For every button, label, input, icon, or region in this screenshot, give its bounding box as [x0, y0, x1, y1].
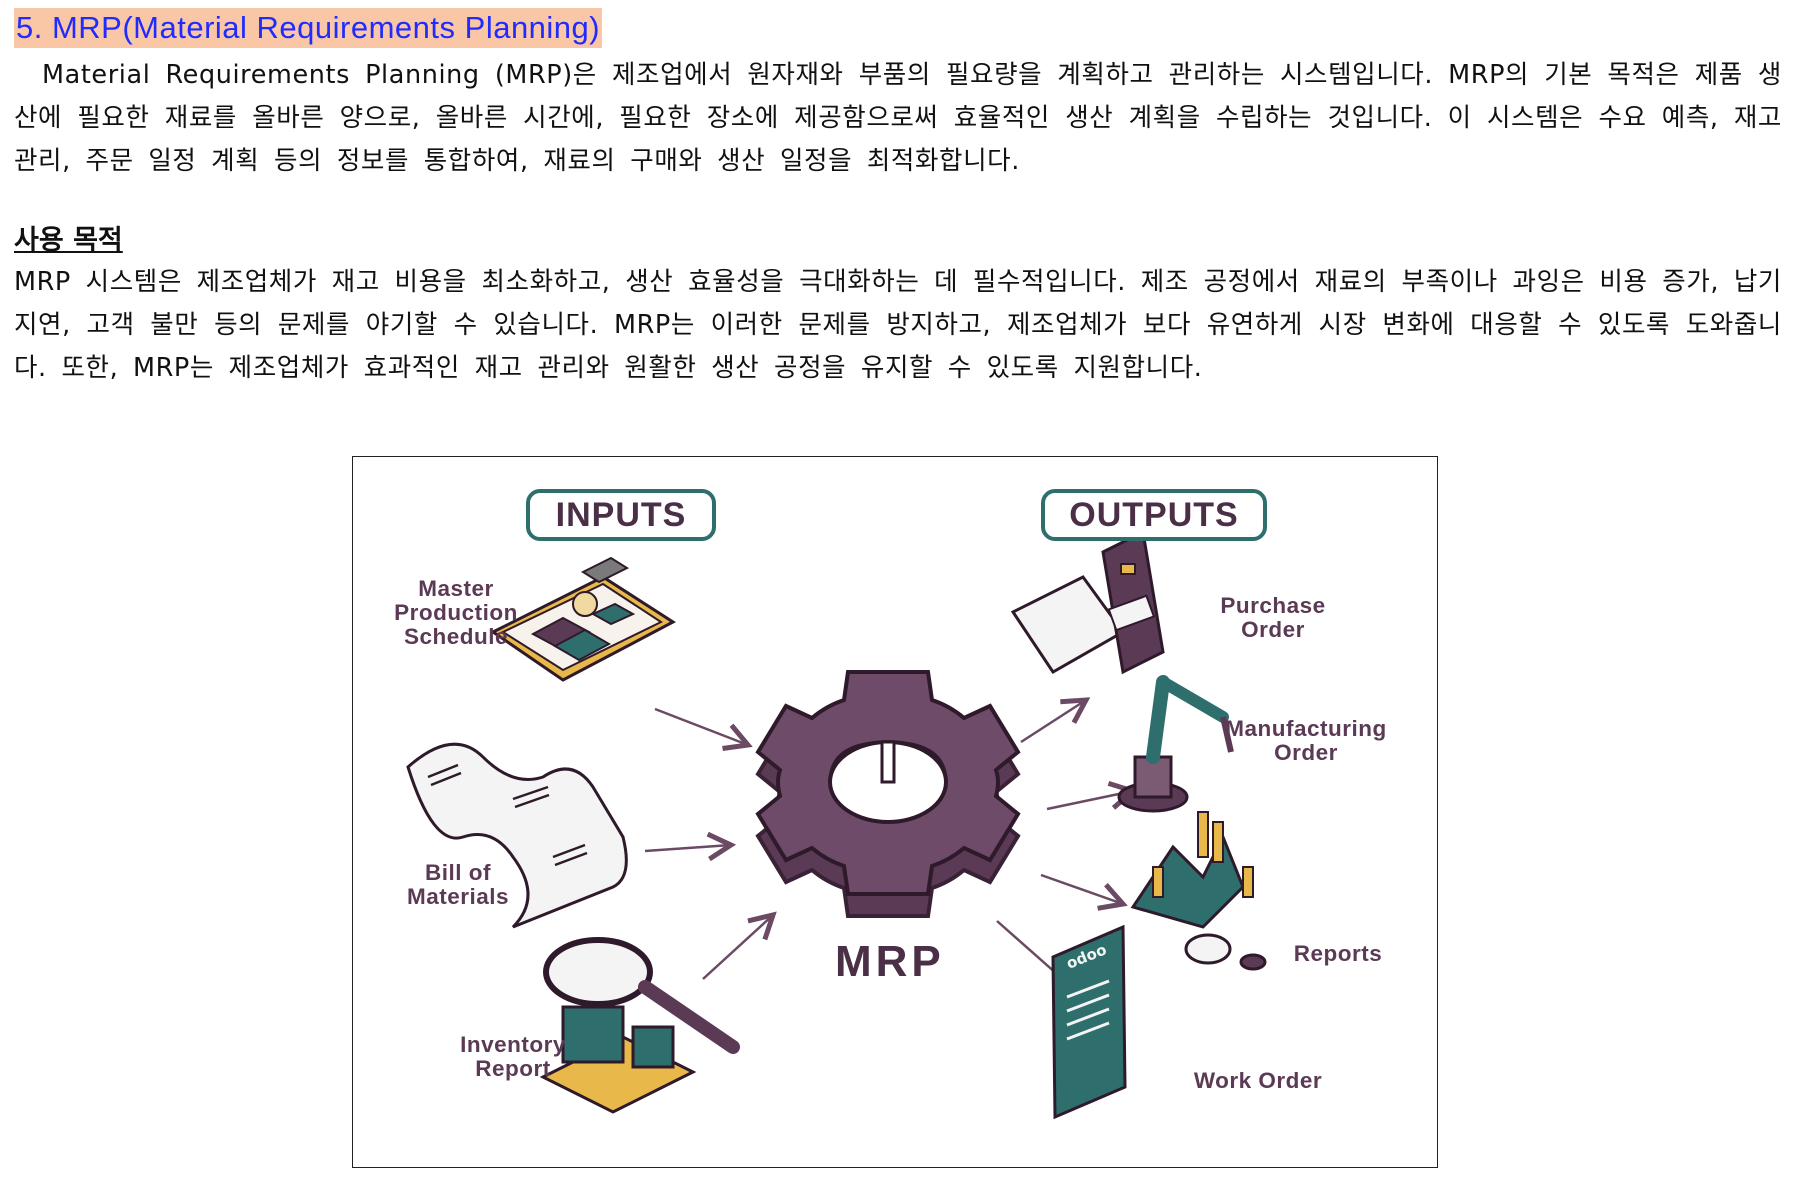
outputs-badge: OUTPUTS: [1041, 489, 1267, 541]
charts-icon: [1130, 811, 1267, 971]
phone-icon: [1010, 529, 1165, 675]
output-label-reports: Reports: [1293, 941, 1383, 966]
arrow-inventory-to-mrp: [702, 915, 773, 980]
output-label-purchase-order: Purchase Order: [1220, 593, 1326, 642]
output-label-work-order: Work Order: [1193, 1068, 1323, 1093]
mrp-center-label: MRP: [835, 937, 945, 986]
inputs-badge: INPUTS: [526, 489, 716, 541]
input-label-inventory-report: Inventory Report: [460, 1032, 566, 1081]
arrow-mrp-to-reports: [1040, 873, 1123, 904]
mrp-diagram-graphics: odoo: [406, 529, 1267, 1120]
purpose-heading: 사용 목적: [14, 225, 123, 256]
clipboard-icon: [490, 556, 676, 682]
input-label-master-production-schedule: Master Production Schedule: [394, 576, 518, 649]
mrp-diagram: odoo INPUTS OUTPUTS Master Production Sc…: [352, 456, 1438, 1168]
robot-arm-icon: [1117, 675, 1234, 813]
arrow-bom-to-mrp: [644, 845, 731, 851]
purpose-paragraph: MRP 시스템은 제조업체가 재고 비용을 최소화하고, 생산 효율성을 극대화…: [14, 267, 1782, 383]
arrow-schedule-to-mrp: [654, 707, 748, 745]
document: 5. MRP(Material Requirements Planning) M…: [14, 8, 1782, 390]
arrow-mrp-to-purchase: [1020, 700, 1086, 744]
intro-paragraph: Material Requirements Planning (MRP)은 제조…: [14, 60, 1782, 176]
output-label-manufacturing-order: Manufacturing Order: [1225, 716, 1387, 765]
section-title: 5. MRP(Material Requirements Planning): [14, 8, 603, 48]
tablet-icon: odoo: [1051, 924, 1127, 1120]
inventory-icon: [539, 937, 740, 1114]
input-label-bill-of-materials: Bill of Materials: [406, 860, 510, 909]
gear-icon: [755, 670, 1021, 918]
receipt-icon: [406, 742, 628, 929]
